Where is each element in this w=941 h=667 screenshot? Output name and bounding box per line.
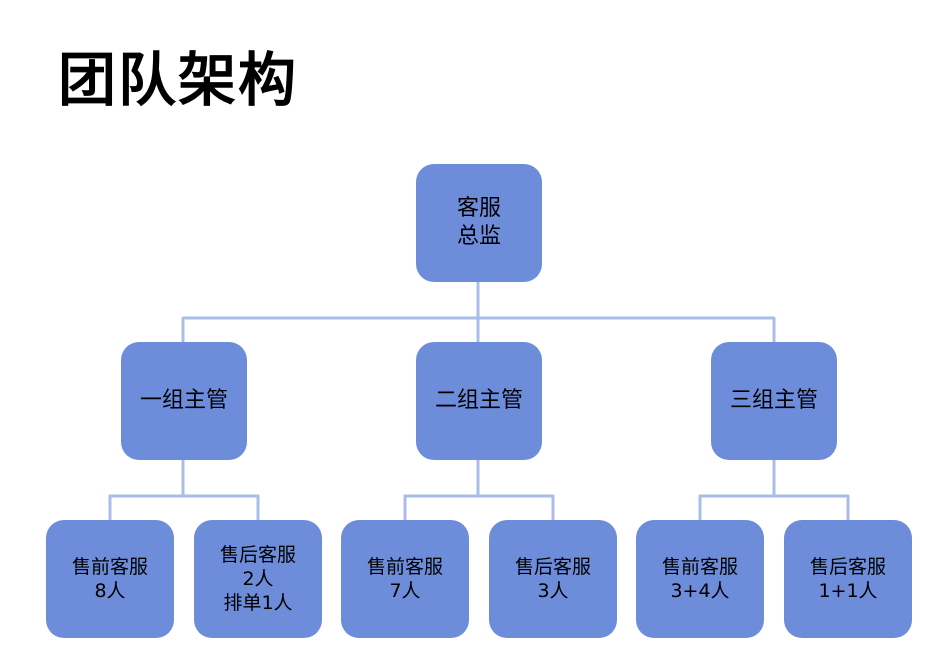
node-text-line: 3人 bbox=[537, 580, 569, 602]
node-text-line: 三组主管 bbox=[729, 388, 818, 413]
node-text-line: 售后客服 bbox=[809, 556, 886, 578]
node-group3-aftersales: 售后客服 1+1人 bbox=[784, 520, 912, 638]
node-text-line: 售前客服 bbox=[71, 556, 148, 578]
node-text-line: 售后客服 bbox=[219, 544, 296, 566]
node-text-line: 总监 bbox=[456, 224, 501, 249]
node-text-line: 二组主管 bbox=[434, 388, 523, 413]
node-group2-aftersales: 售后客服 3人 bbox=[489, 520, 617, 638]
node-text-line: 售后客服 bbox=[514, 556, 591, 578]
page-title: 团队架构 bbox=[58, 46, 299, 114]
node-group1-aftersales: 售后客服 2人 排单1人 bbox=[194, 520, 322, 638]
node-group2-presales: 售前客服 7人 bbox=[341, 520, 469, 638]
node-text-line: 排单1人 bbox=[223, 592, 293, 614]
node-text-line: 3+4人 bbox=[670, 580, 730, 602]
node-text-line: 1+1人 bbox=[818, 580, 878, 602]
node-group2-supervisor: 二组主管 bbox=[416, 342, 542, 460]
node-text-line: 2人 bbox=[242, 568, 274, 590]
node-group1-supervisor: 一组主管 bbox=[121, 342, 247, 460]
node-group3-supervisor: 三组主管 bbox=[711, 342, 837, 460]
node-text-line: 售前客服 bbox=[661, 556, 738, 578]
node-text-line: 8人 bbox=[94, 580, 126, 602]
node-text-line: 客服 bbox=[456, 196, 501, 221]
node-group3-presales: 售前客服 3+4人 bbox=[636, 520, 764, 638]
node-text-line: 一组主管 bbox=[139, 388, 228, 413]
node-text-line: 售前客服 bbox=[366, 556, 443, 578]
node-text-line: 7人 bbox=[389, 580, 421, 602]
node-group1-presales: 售前客服 8人 bbox=[46, 520, 174, 638]
node-customer-service-director: 客服 总监 bbox=[416, 164, 542, 282]
